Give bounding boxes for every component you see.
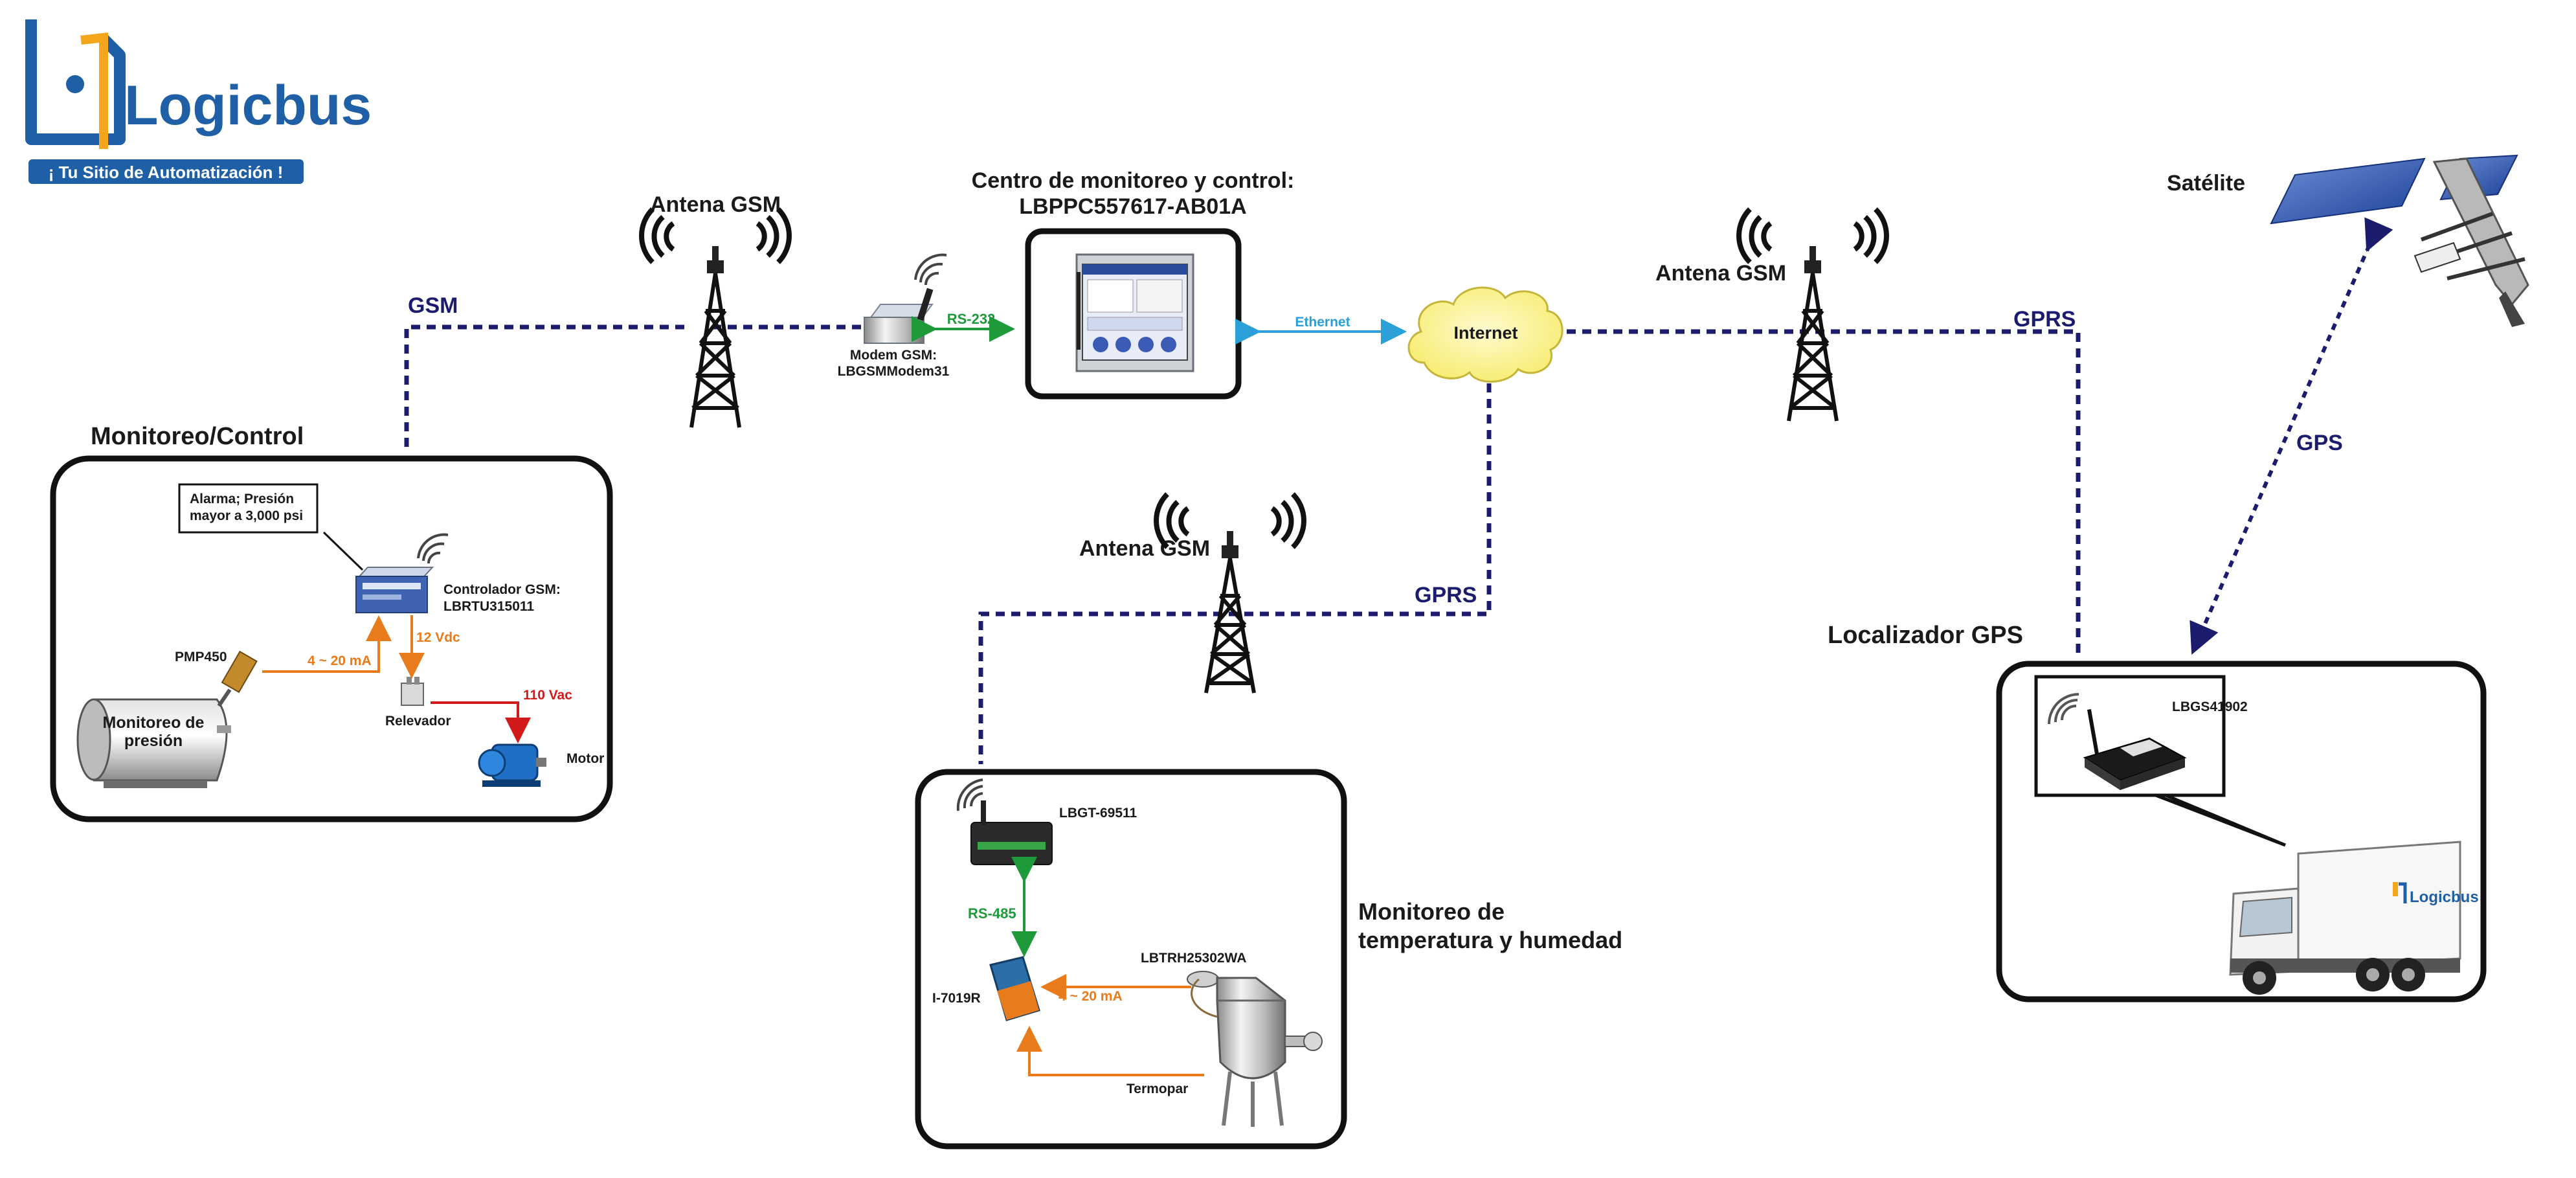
localizador-title: Localizador GPS [1828, 622, 2023, 649]
pressure-tank: Monitoreo de presión [76, 698, 231, 788]
network-links [404, 324, 2081, 764]
steel-tank [1187, 971, 1323, 1127]
antenna-left-label: Antena GSM [650, 192, 781, 217]
internet-label: Internet [1453, 323, 1518, 343]
sensor-icon [221, 650, 258, 694]
relay-icon [401, 683, 424, 706]
humidity-label: LBTRH25302WA [1141, 951, 1246, 966]
ethernet-label: Ethernet [1295, 315, 1350, 330]
logo-tagline-bar [28, 159, 304, 184]
localizador-gps-panel: Localizador GPS LBGS41902 Logicbus [1828, 622, 2487, 1002]
gps-tracker [2048, 693, 2187, 790]
satellite-icon [2270, 154, 2529, 327]
temperatura-title-1: Monitoreo de [1358, 898, 1505, 925]
antenna-gsm-middle: Antena GSM [1079, 492, 1306, 694]
temperatura-humedad-panel: Monitoreo de temperatura y humedad LBGT-… [915, 769, 1622, 1150]
logo-tagline: ¡ Tu Sitio de Automatización ! [49, 163, 284, 182]
alarm-line-2: mayor a 3,000 psi [190, 508, 303, 523]
alarm-line-1: Alarma; Presión [190, 492, 294, 506]
modem-label-1: Modem GSM: [850, 348, 937, 363]
gateway-lbgt: LBGT-69511 [956, 778, 1137, 865]
sensor-label: PMP450 [175, 650, 227, 664]
antenna-gsm-left: Antena GSM [639, 192, 792, 428]
logicbus-logo: Logicbus ¡ Tu Sitio de Automatización ! [25, 19, 372, 184]
antenna-right-label: Antena GSM [1655, 261, 1786, 286]
gprs-link-right [1567, 329, 2081, 654]
center-title-1: Centro de monitoreo y control: [972, 168, 1295, 193]
cloud-icon [1407, 286, 1563, 383]
motor-label: Motor [566, 751, 604, 766]
gsm-label: GSM [408, 293, 458, 318]
gprs-label-middle: GPRS [1415, 583, 1477, 607]
modem-label-2: LBGSMModem31 [838, 364, 950, 379]
gps-link [2190, 217, 2393, 655]
tank-label-2: presión [124, 732, 183, 750]
modem-icon [864, 317, 924, 344]
gps-unit-label: LBGS41902 [2172, 699, 2248, 714]
satellite-label: Satélite [2167, 171, 2245, 196]
module-i7019r: I-7019R [932, 956, 1040, 1021]
ma-label-bottom: 4 ~ 20 mA [1058, 989, 1123, 1004]
gateway-label: LBGT-69511 [1059, 806, 1137, 821]
center-title-2: LBPPC557617-AB01A [1019, 194, 1247, 219]
tower-icon [1154, 492, 1306, 694]
alarm-pointer [322, 531, 364, 571]
satellite: Satélite [2167, 154, 2529, 327]
rs485-label: RS-485 [968, 905, 1016, 922]
antenna-middle-label: Antena GSM [1079, 536, 1210, 561]
monitoreo-control-title: Monitoreo/Control [91, 423, 304, 450]
ma-arrow-left [262, 615, 392, 673]
truck-logo: Logicbus [2410, 889, 2479, 906]
tank-label-1: Monitoreo de [103, 714, 205, 732]
logo-dot [66, 75, 84, 93]
controller-label-2: LBRTU315011 [443, 599, 534, 614]
logo-wordmark: Logicbus [124, 74, 372, 137]
modem-gsm: Modem GSM: LBGSMModem31 [838, 253, 950, 379]
tank-steel-icon [1216, 977, 1286, 1080]
vac-label: 110 Vac [523, 688, 572, 703]
temperatura-title-2: temperatura y humedad [1358, 927, 1622, 953]
relay-label: Relevador [385, 714, 451, 729]
gprs-link-middle [978, 383, 1492, 764]
relay: Relevador [385, 677, 451, 729]
gprs-label-right: GPRS [2013, 307, 2076, 332]
controller-gsm: Controlador GSM: LBRTU315011 [355, 533, 561, 614]
gsm-link-left [404, 324, 686, 447]
tower-icon [639, 207, 792, 428]
ma-label-left: 4 ~ 20 mA [308, 653, 372, 668]
monitoring-center: Centro de monitoreo y control: LBPPC5576… [972, 168, 1295, 400]
alarm-callout [178, 483, 319, 534]
gps-label: GPS [2296, 431, 2343, 455]
motor: Motor [478, 743, 604, 787]
internet-cloud: Internet [1407, 286, 1563, 383]
thermo-arrow [1016, 1026, 1204, 1076]
panel-pc-icon [1075, 253, 1194, 372]
antenna-gsm-right: Antena GSM [1655, 207, 1889, 422]
rs232-label: RS-232 [947, 311, 996, 327]
logo-mark-orange [80, 32, 108, 149]
vac-arrow [431, 701, 531, 743]
thermo-label: Termopar [1126, 1082, 1188, 1096]
tower-icon [1736, 207, 1889, 422]
vdc-label: 12 Vdc [416, 630, 460, 645]
truck: Logicbus [2229, 841, 2479, 995]
monitoreo-control-panel: Monitoreo/Control Alarma; Presión mayor … [50, 423, 613, 822]
pressure-sensor-pmp450: PMP450 [175, 650, 258, 707]
controller-label-1: Controlador GSM: [443, 582, 561, 597]
logo-mark-blue [25, 19, 126, 145]
module-label: I-7019R [932, 991, 981, 1006]
